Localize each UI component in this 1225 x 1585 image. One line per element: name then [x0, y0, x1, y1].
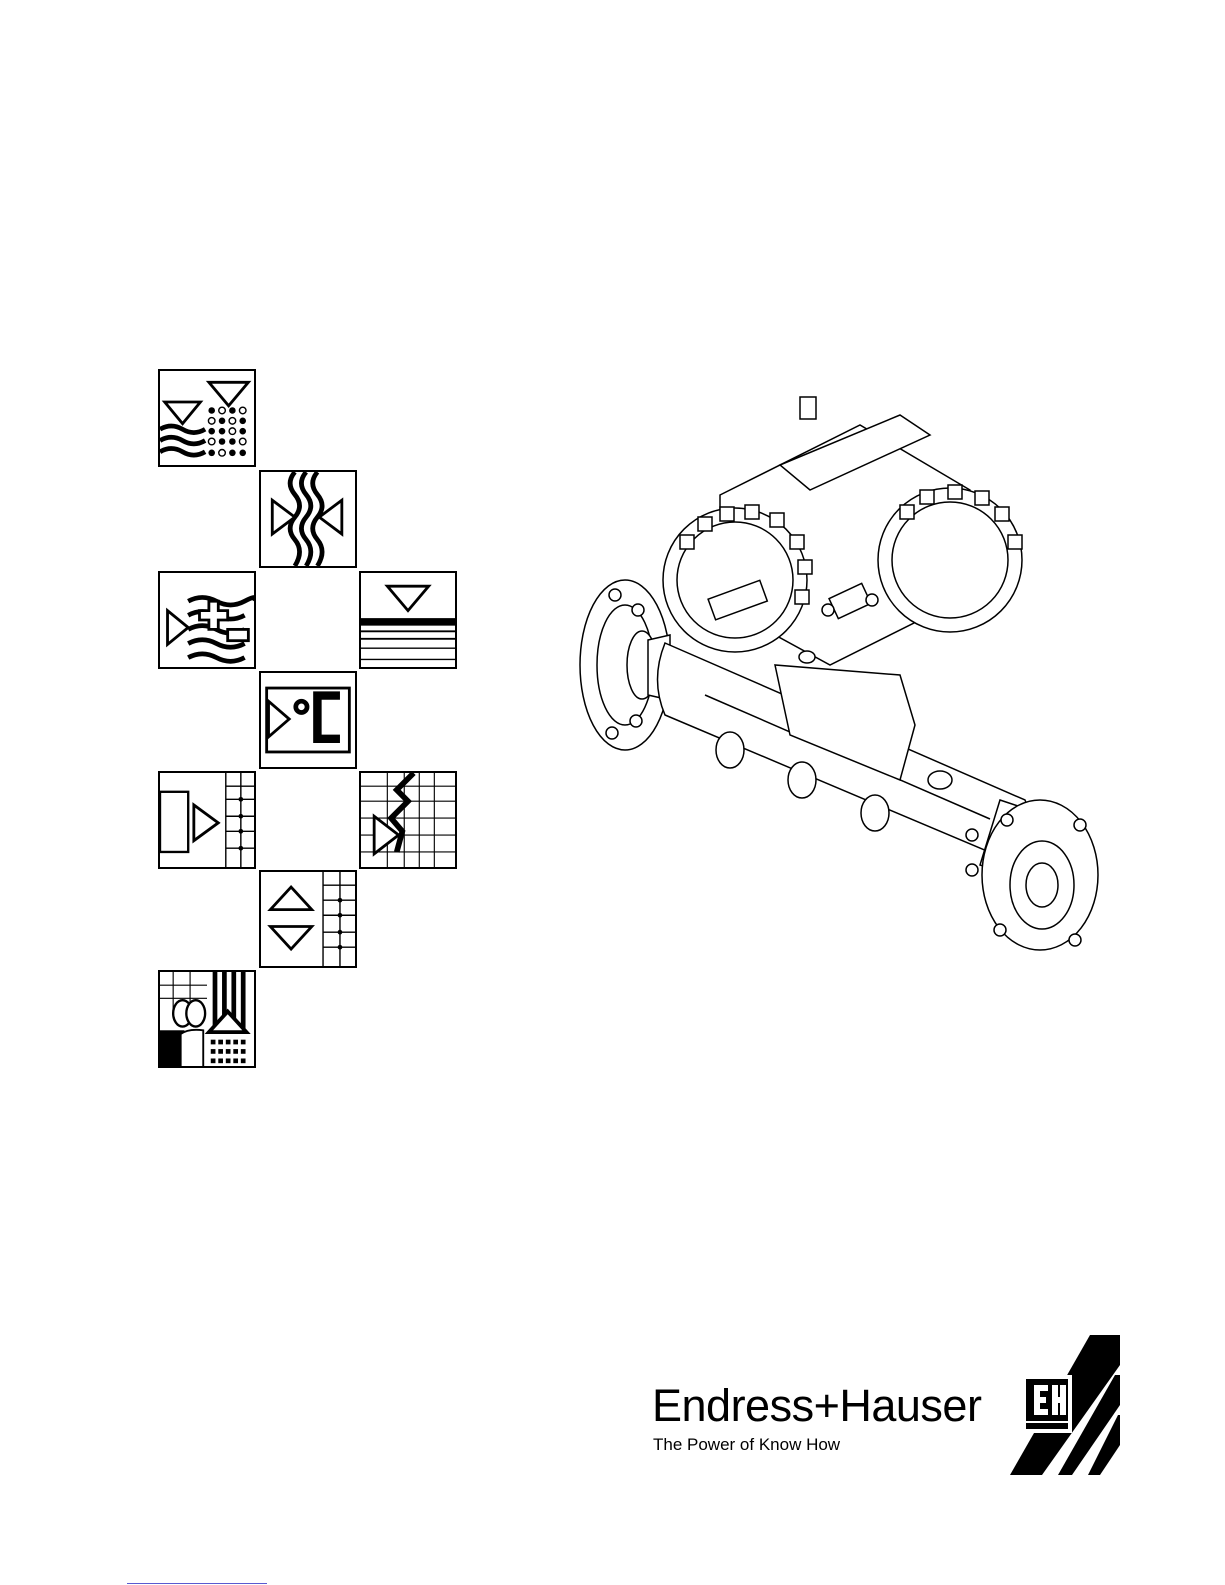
level-icon — [158, 369, 256, 467]
brand-name: Endress+Hauser — [652, 1383, 981, 1428]
brand-block: Endress+Hauser The Power of Know How — [650, 1335, 1120, 1475]
system-components-icon — [359, 771, 457, 869]
temperature-icon — [259, 671, 357, 769]
brand-tagline: The Power of Know How — [653, 1436, 840, 1453]
flowmeter-drawing — [570, 395, 1115, 965]
liquid-analysis-icon — [359, 571, 457, 669]
pressure-icon — [259, 470, 357, 568]
services-icon — [158, 970, 256, 1068]
eh-logo-icon — [980, 1335, 1120, 1475]
registration-icon — [158, 771, 256, 869]
limit-detection-icon — [259, 870, 357, 968]
footer-rule — [127, 1583, 267, 1584]
flow-icon — [158, 571, 256, 669]
